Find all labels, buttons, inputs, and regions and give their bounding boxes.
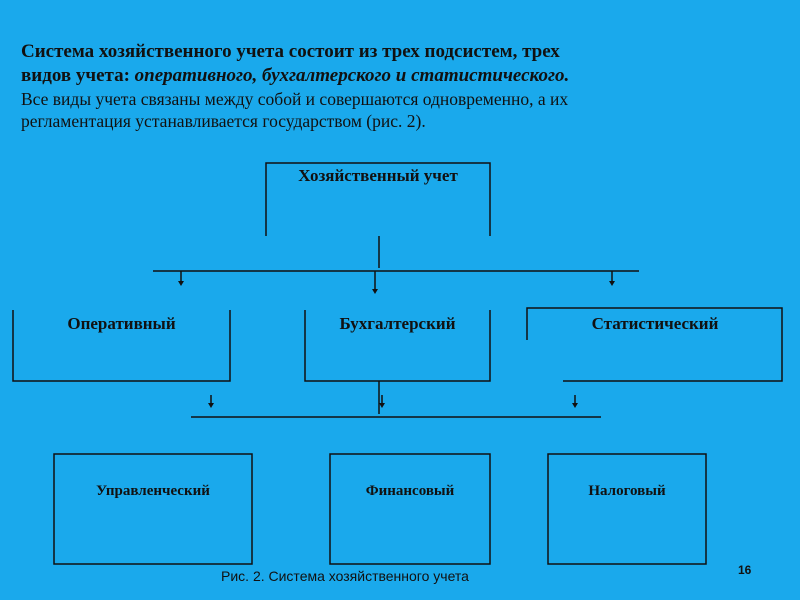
connector-root-to-level2 — [153, 236, 639, 272]
arrow-right-down — [572, 395, 578, 408]
financial-node-frame — [329, 453, 491, 565]
arrow-to-statistical — [609, 271, 615, 286]
operational-node-frame — [12, 310, 231, 382]
tax-node-frame — [547, 453, 707, 565]
page-number: 16 — [738, 563, 752, 577]
financial-node-label: Финансовый — [365, 483, 455, 499]
intro-text: Система хозяйственного учета состоит из … — [21, 40, 781, 132]
intro-line-2: видов учета: оперативного, бухгалтерског… — [21, 64, 781, 88]
statistical-node-label: Статистический — [591, 314, 719, 333]
management-node-frame — [53, 453, 253, 565]
intro-line-4: регламентация устанавливается государств… — [21, 111, 426, 131]
arrow-center-down — [379, 395, 385, 408]
intro-line-2-lead: видов учета: — [21, 65, 135, 86]
connector-level2-to-level3 — [191, 381, 601, 418]
root-node-frame — [265, 162, 491, 236]
arrow-to-accounting — [372, 271, 378, 294]
figure-caption: Рис. 2. Система хозяйственного учета — [221, 568, 469, 584]
intro-line-3: Все виды учета связаны между собой и сов… — [21, 89, 569, 109]
statistical-node-frame — [526, 307, 783, 382]
intro-accounting-types: оперативного, бухгалтерского и статистич… — [134, 65, 570, 86]
intro-line-1: Система хозяйственного учета состоит из … — [21, 41, 560, 62]
operational-node-label: Оперативный — [67, 314, 176, 333]
arrow-to-operational — [178, 271, 184, 286]
root-node-label: Хозяйственный учет — [298, 166, 458, 185]
accounting-node-frame — [304, 310, 491, 382]
arrow-left-down — [208, 395, 214, 408]
accounting-node-label: Бухгалтерский — [339, 314, 456, 333]
tax-node-label: Налоговый — [588, 483, 666, 499]
management-node-label: Управленческий — [96, 483, 210, 499]
